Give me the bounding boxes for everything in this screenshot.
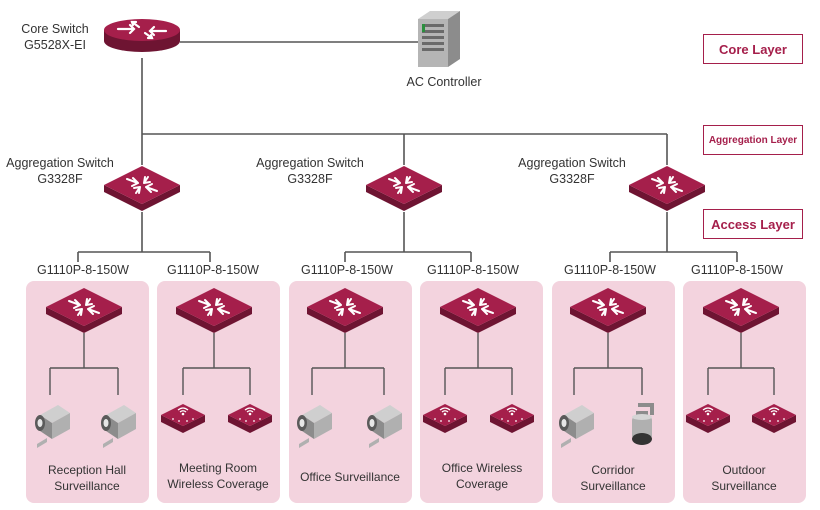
aggregation-switch-name: Aggregation Switch xyxy=(6,156,114,170)
access-point-icon xyxy=(489,403,535,434)
bullet-camera-icon xyxy=(367,405,402,448)
aggregation-switch-model: G3328F xyxy=(287,172,333,186)
area-label: Outdoor Surveillance xyxy=(711,463,777,493)
aggregation-layer-badge: Aggregation Layer xyxy=(703,125,803,155)
bullet-camera-icon xyxy=(35,405,70,448)
access-switch-model: G1110P-8-150W xyxy=(167,263,259,277)
area-label: Meeting Room Wireless Coverage xyxy=(167,461,269,491)
aggregation-switch-model: G3328F xyxy=(37,172,83,186)
aggregation-switch-icon xyxy=(103,165,181,212)
access-switch-icon xyxy=(175,287,253,334)
access-point-icon xyxy=(227,403,273,434)
aggregation-switch-name: Aggregation Switch xyxy=(256,156,364,170)
area-label: Corridor Surveillance xyxy=(580,463,646,493)
access-switch-model: G1110P-8-150W xyxy=(691,263,783,277)
access-point-icon xyxy=(422,403,468,434)
ac-controller-label: AC Controller xyxy=(406,75,482,89)
access-links xyxy=(49,333,775,395)
access-switch-icon xyxy=(569,287,647,334)
bullet-camera-icon xyxy=(101,405,136,448)
aggregation-switch-icon xyxy=(365,165,443,212)
access-switch-model: G1110P-8-150W xyxy=(301,263,393,277)
aggregation-switch-name: Aggregation Switch xyxy=(518,156,626,170)
access-point-icon xyxy=(160,403,206,434)
links xyxy=(77,41,738,262)
aggregation-switch-model: G3328F xyxy=(549,172,595,186)
area-label: Office Wireless Coverage xyxy=(441,461,523,491)
area-label: Reception Hall Surveillance xyxy=(47,463,127,493)
access-point-icon xyxy=(751,403,797,434)
core-router-icon xyxy=(102,17,182,54)
core-switch-model: G5528X-EI xyxy=(24,38,86,52)
bullet-camera-icon xyxy=(559,405,594,448)
access-switch-model: G1110P-8-150W xyxy=(37,263,129,277)
access-switch-icon xyxy=(702,287,780,334)
bullet-camera-icon xyxy=(297,405,332,448)
access-point-icon xyxy=(685,403,731,434)
access-switch-icon xyxy=(45,287,123,334)
access-switch-icon xyxy=(439,287,517,334)
access-switch-icon xyxy=(306,287,384,334)
core-layer-badge: Core Layer xyxy=(703,34,803,64)
area-label: Office Surveillance xyxy=(300,470,400,484)
aggregation-switch-icon xyxy=(628,165,706,212)
dome-camera-icon xyxy=(632,403,654,445)
access-switch-model: G1110P-8-150W xyxy=(427,263,519,277)
core-switch-name: Core Switch xyxy=(21,22,89,36)
server-tower-icon xyxy=(418,11,460,67)
access-switch-model: G1110P-8-150W xyxy=(564,263,656,277)
access-layer-badge: Access Layer xyxy=(703,209,803,239)
